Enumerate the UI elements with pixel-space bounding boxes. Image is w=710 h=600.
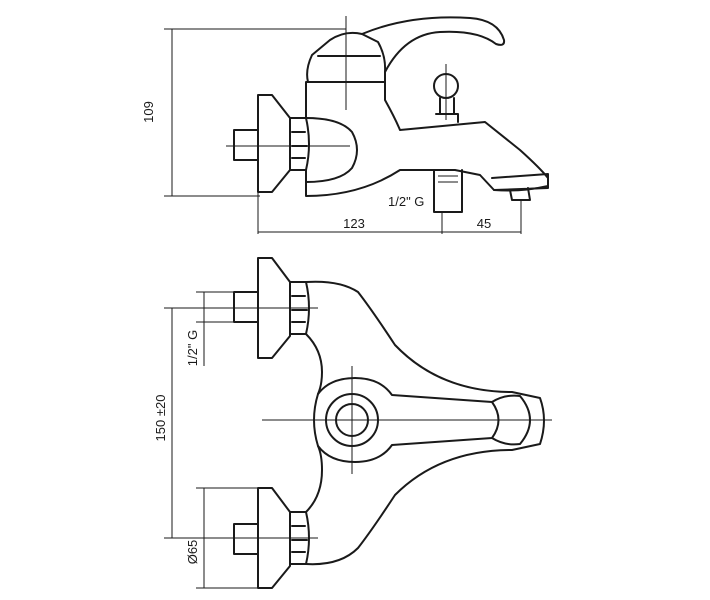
top-body-inner-upper bbox=[305, 333, 323, 395]
side-diverter-stem bbox=[435, 97, 459, 123]
dim-150-label: 150 ±20 bbox=[153, 395, 168, 442]
top-body-inner-lower bbox=[305, 445, 323, 513]
top-body bbox=[305, 280, 545, 566]
side-view bbox=[226, 16, 549, 213]
side-body bbox=[305, 81, 549, 197]
side-lever-handle bbox=[361, 16, 506, 73]
dim-45-label: 45 bbox=[477, 216, 491, 231]
dim-65-label: Ø65 bbox=[185, 540, 200, 565]
side-outlet-thread bbox=[438, 175, 458, 183]
thread-inlet-label: 1/2" G bbox=[185, 330, 200, 366]
top-flange-upper bbox=[257, 257, 291, 359]
side-hex-nut bbox=[289, 117, 310, 171]
side-inlet-stub bbox=[233, 129, 259, 161]
top-dimensions: 1/2" G 150 ±20 Ø65 bbox=[153, 291, 258, 589]
dim-109-label: 109 bbox=[141, 101, 156, 123]
side-cartridge-cap bbox=[306, 31, 387, 83]
side-wall-flange bbox=[257, 94, 291, 193]
thread-spout-label: 1/2" G bbox=[388, 194, 424, 209]
side-dimensions: 109 123 45 1/2" G bbox=[141, 28, 522, 234]
side-shower-outlet bbox=[433, 169, 463, 213]
top-inlet-upper bbox=[233, 291, 259, 323]
top-inlet-lower bbox=[233, 523, 259, 555]
side-body-recess bbox=[305, 117, 358, 183]
top-view bbox=[226, 257, 552, 589]
dim-123-label: 123 bbox=[343, 216, 365, 231]
